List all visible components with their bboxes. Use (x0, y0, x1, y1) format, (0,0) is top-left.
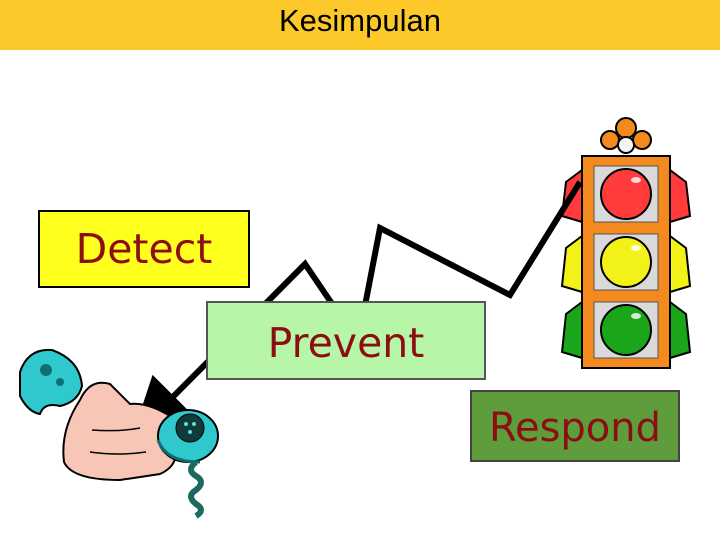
prevent-box: Prevent (206, 301, 486, 380)
traffic-light-icon (560, 117, 692, 369)
title-bar: Kesimpulan (0, 0, 720, 50)
detect-box: Detect (38, 210, 250, 288)
respond-box: Respond (470, 390, 680, 462)
slide-title: Kesimpulan (279, 3, 441, 38)
telephone-hand-icon (19, 348, 219, 519)
arrow-path (131, 180, 583, 439)
